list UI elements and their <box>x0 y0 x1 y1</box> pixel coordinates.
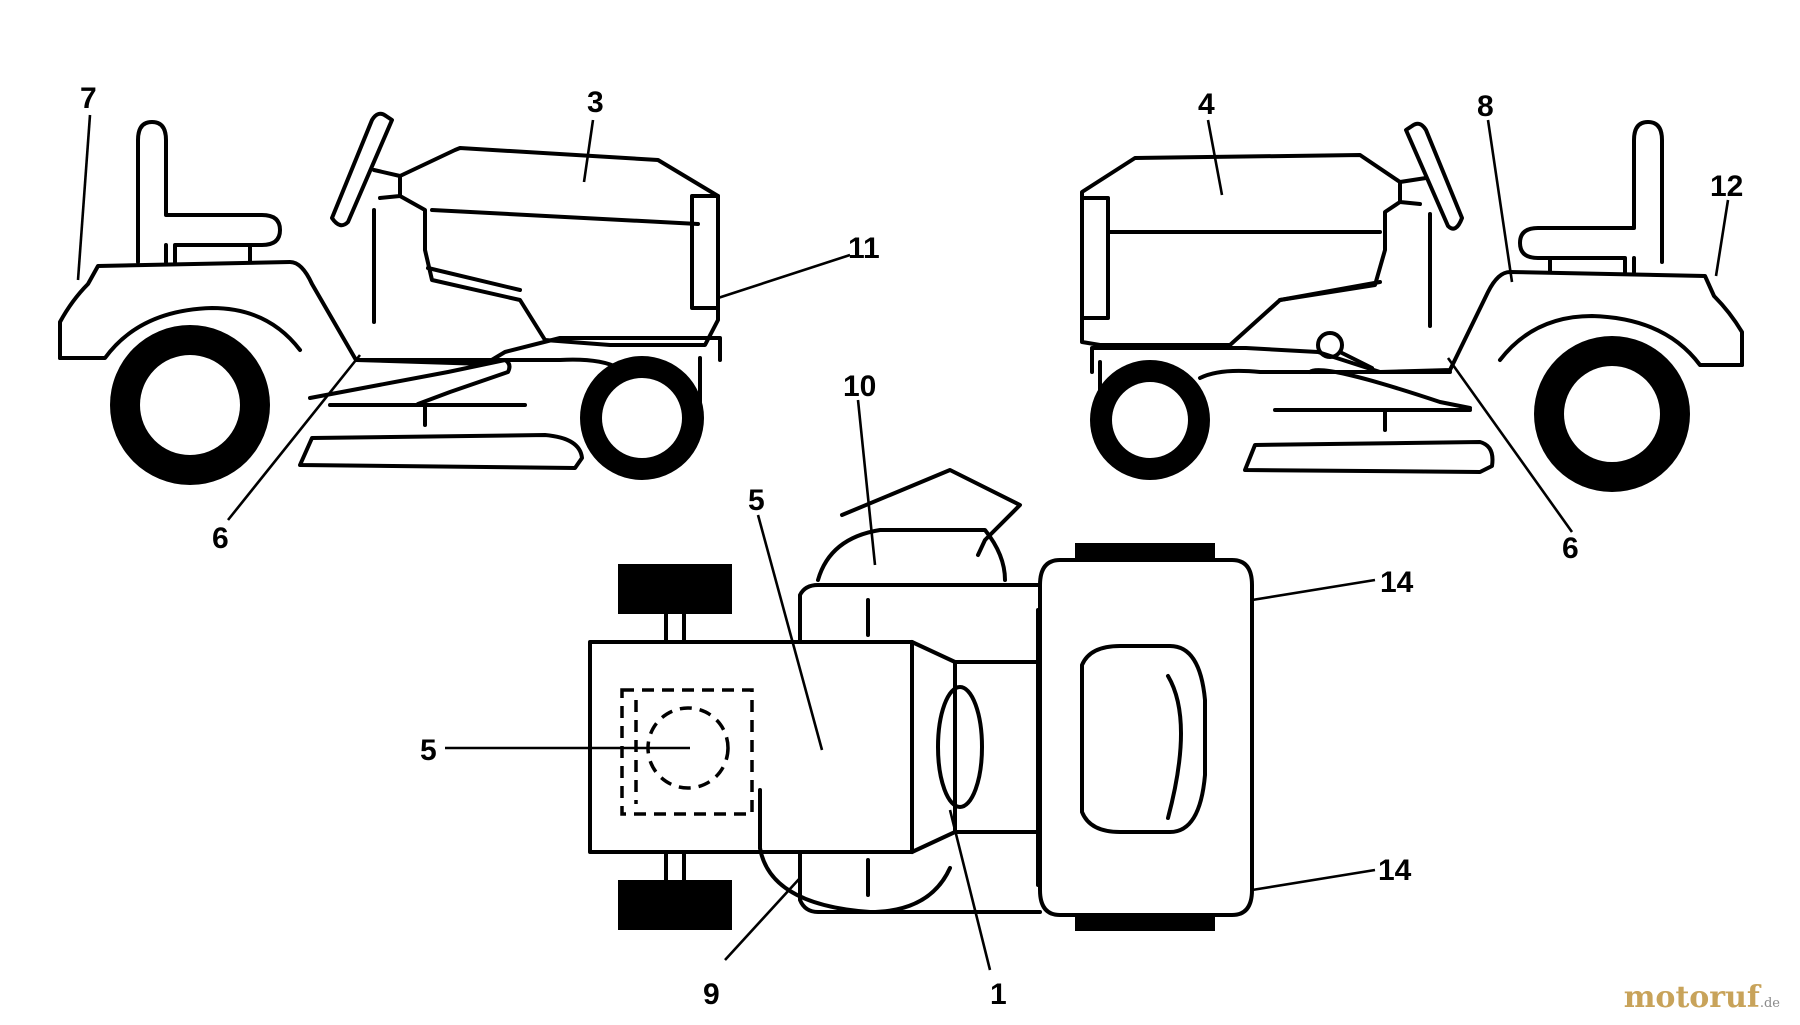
rear-tire-right <box>618 880 732 930</box>
grille-opening <box>1080 644 1207 834</box>
callout-6-right: 6 <box>1562 532 1579 565</box>
callout-1: 1 <box>990 978 1007 1011</box>
top-view-tractor <box>588 468 1254 931</box>
right-side-tractor <box>1080 120 1744 492</box>
fuel-cap <box>936 685 984 809</box>
callout-11: 11 <box>848 232 880 265</box>
watermark-logo: motoruf.de <box>1624 980 1780 1015</box>
callout-14-bottom: 14 <box>1378 854 1412 887</box>
steering-wheel <box>330 111 394 228</box>
mower-deck <box>298 433 584 470</box>
callout-10: 10 <box>843 370 876 403</box>
steering-wheel <box>1404 121 1464 231</box>
callout-7: 7 <box>80 82 97 115</box>
left-side-tractor <box>58 111 722 485</box>
callout-6-left: 6 <box>212 522 229 555</box>
callout-4: 4 <box>1198 88 1215 121</box>
mower-deck <box>1243 440 1495 474</box>
callout-3: 3 <box>587 86 604 119</box>
callout-numbers: 3 4 7 8 12 11 6 6 10 5 5 14 14 9 1 <box>80 82 1743 1011</box>
callout-5-left: 5 <box>420 734 437 767</box>
top-hood <box>1038 558 1254 917</box>
leader-lines <box>76 114 1730 971</box>
headlight-bottom <box>1075 913 1215 931</box>
top-deck <box>816 528 1007 582</box>
hood <box>1080 153 1402 347</box>
watermark-suffix: .de <box>1759 996 1780 1011</box>
rear-tire-left <box>618 564 732 614</box>
grille <box>1080 196 1110 320</box>
callout-5-top: 5 <box>748 484 765 517</box>
seat <box>1518 120 1664 274</box>
headlight-top <box>1075 543 1215 561</box>
callout-8: 8 <box>1477 90 1494 123</box>
discharge-chute <box>840 468 1022 557</box>
watermark-brand: motoruf <box>1623 980 1760 1015</box>
callout-14-top: 14 <box>1380 566 1414 599</box>
seat <box>136 120 282 264</box>
grille <box>690 194 720 310</box>
hood <box>398 146 720 347</box>
callout-9: 9 <box>703 978 720 1011</box>
callout-12: 12 <box>1710 170 1743 203</box>
